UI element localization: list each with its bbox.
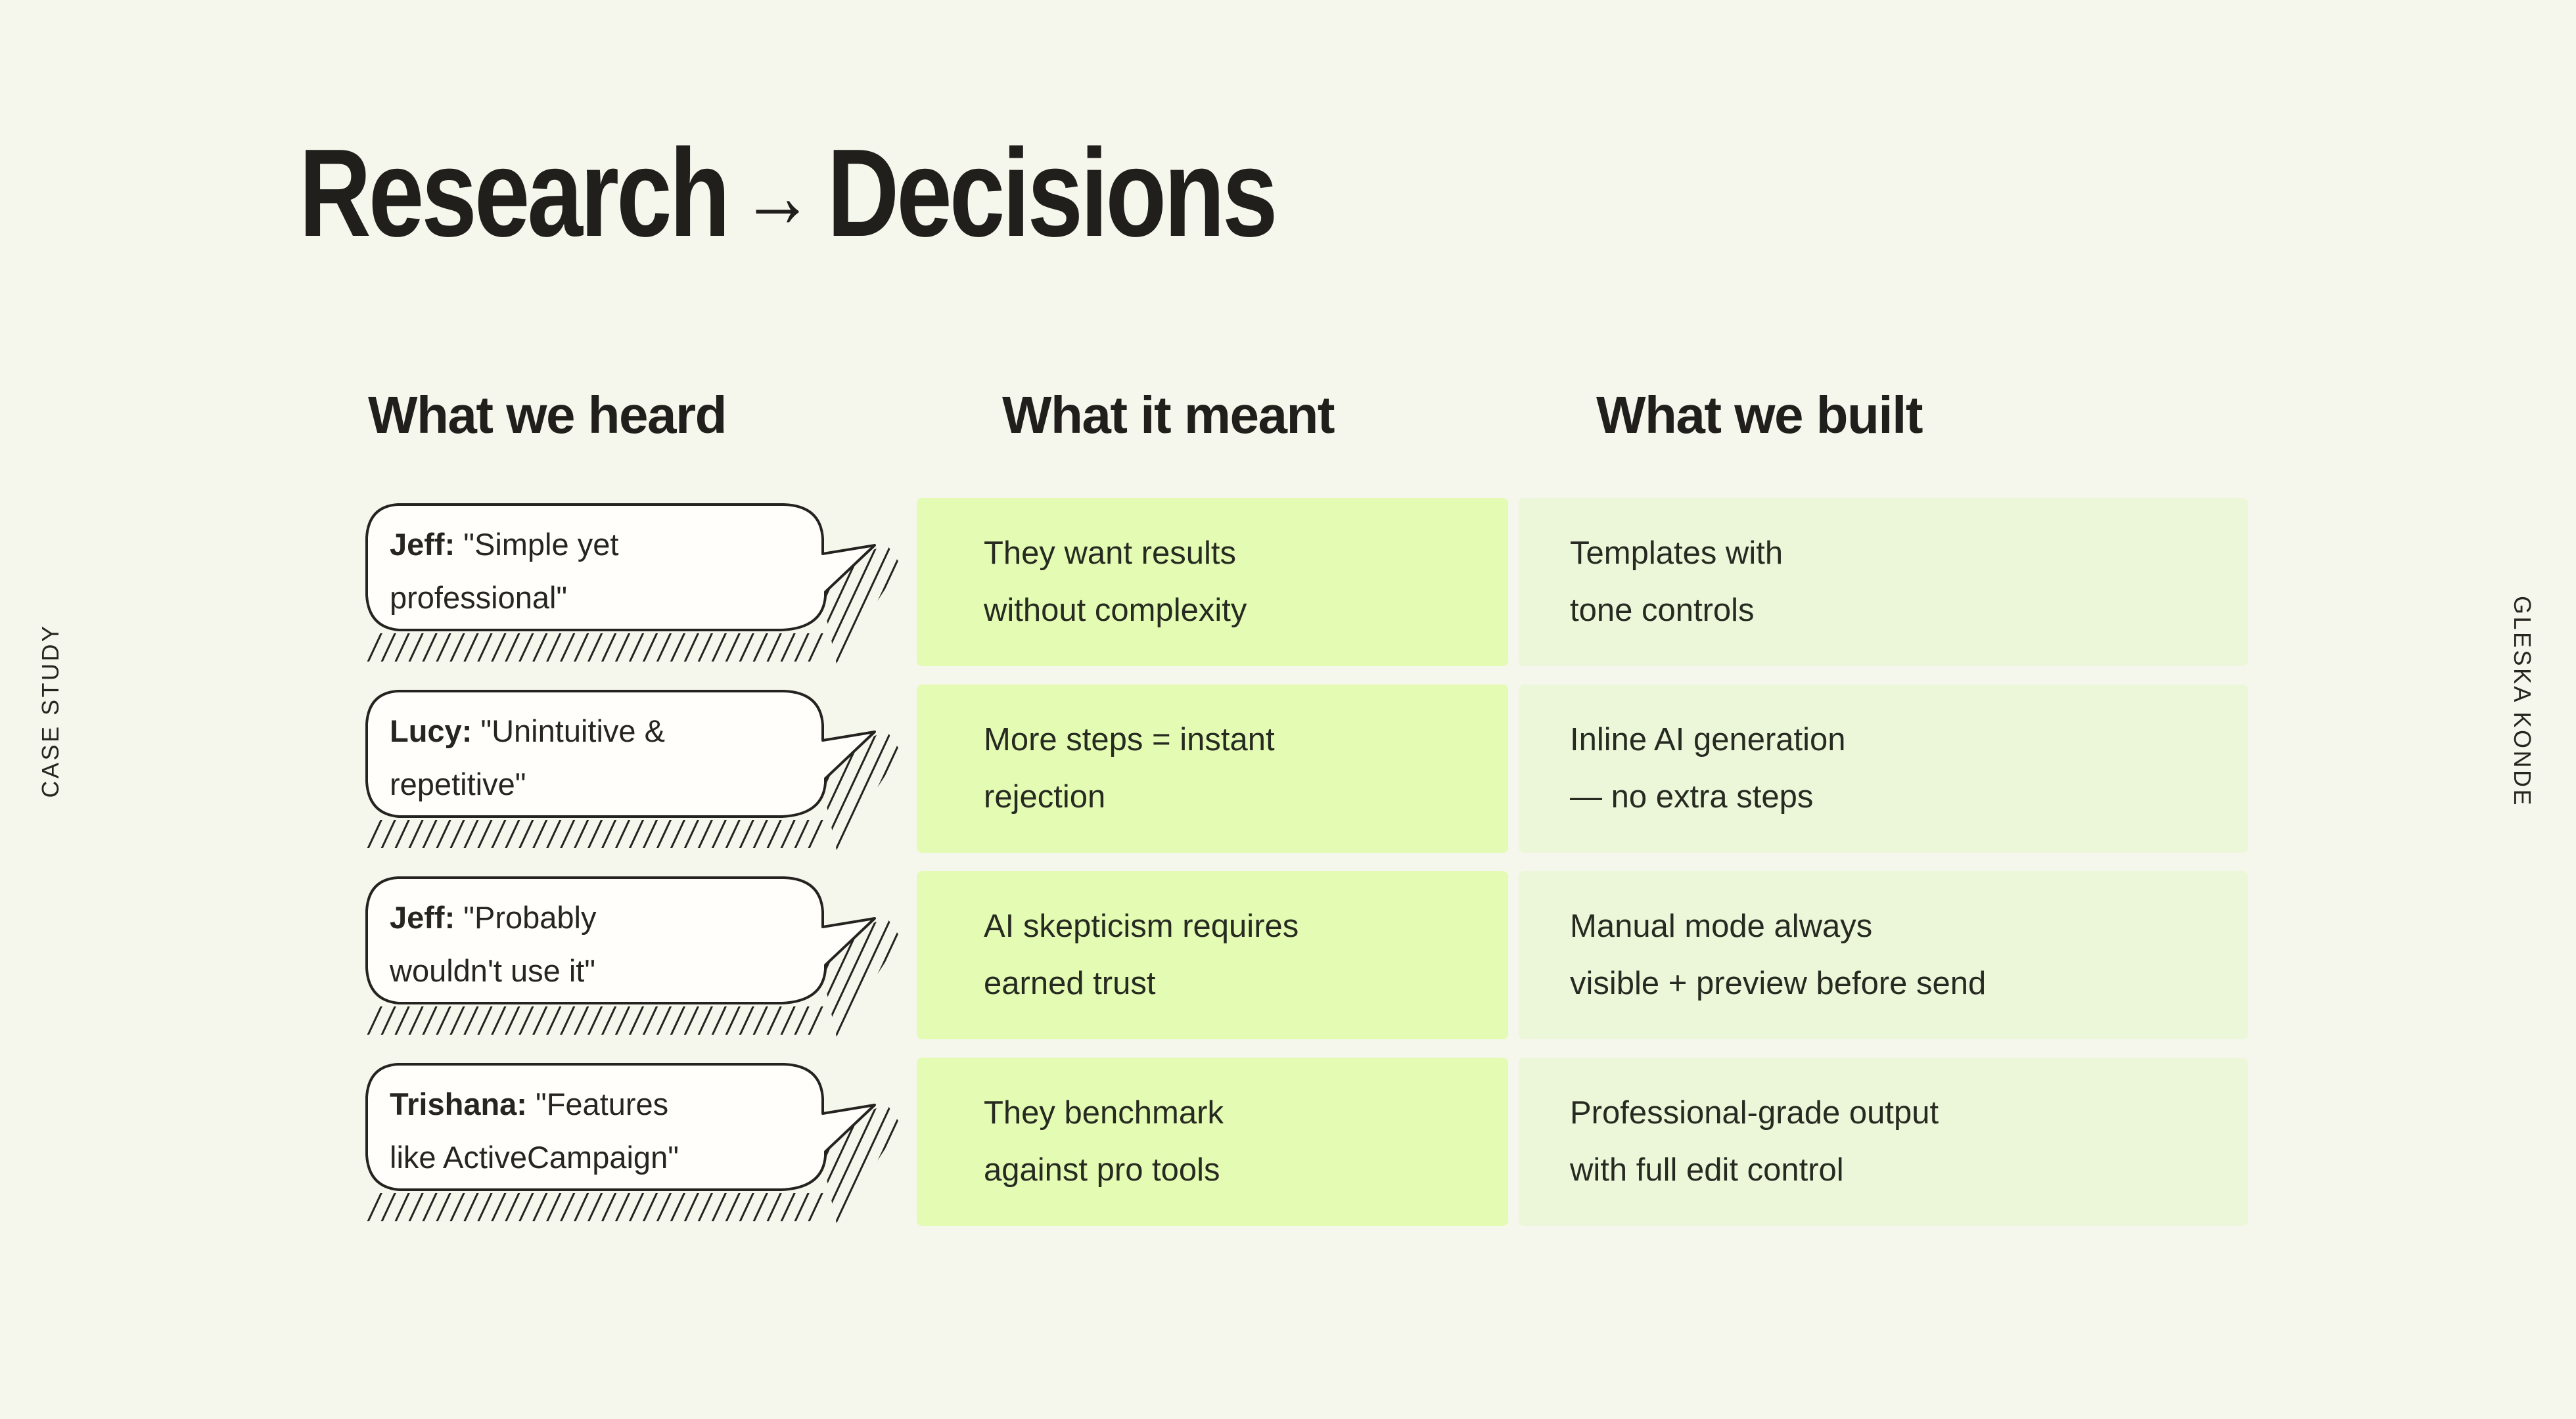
page-title: Research→Decisions (299, 127, 2576, 259)
meant-box-1: They want results without complexity (917, 497, 1508, 666)
quote-text: Lucy: "Unintuitive & repetitive" (390, 704, 800, 812)
meant-box-2: More steps = instant rejection (917, 684, 1508, 853)
research-decisions-table: What we heard What it meant What we buil… (358, 385, 2576, 1226)
side-label-author: GLESKA KONDE (2509, 595, 2536, 808)
column-header-heard: What we heard (368, 385, 727, 444)
arrow-right-icon: → (741, 145, 814, 246)
title-decisions: Decisions (827, 124, 1277, 263)
side-label-case-study: CASE STUDY (37, 623, 64, 798)
speaker-quote: "Probably wouldn't use it" (390, 899, 597, 989)
speaker-quote: "Features like ActiveCampaign" (390, 1086, 679, 1175)
quote-text: Jeff: "Simple yet professional" (390, 518, 800, 625)
slide-content: Research→Decisions What we heard What it… (299, 127, 2576, 1226)
quote-bubble-lucy: Lucy: "Unintuitive & repetitive" (358, 685, 906, 853)
built-box-4: Professional-grade output with full edit… (1519, 1057, 2248, 1226)
quote-text: Jeff: "Probably wouldn't use it" (390, 891, 800, 999)
column-header-meant: What it meant (1002, 385, 1335, 444)
column-header-built: What we built (1596, 385, 1923, 444)
speaker-name: Jeff: (390, 899, 455, 935)
meant-box-4: They benchmark against pro tools (917, 1057, 1508, 1226)
quote-bubble-jeff-1: Jeff: "Simple yet professional" (358, 498, 906, 666)
speaker-quote: "Simple yet professional" (390, 526, 619, 616)
speaker-quote: "Unintuitive & repetitive" (390, 713, 665, 802)
meant-box-3: AI skepticism requires earned trust (917, 870, 1508, 1039)
built-box-3: Manual mode always visible + preview bef… (1519, 870, 2248, 1039)
quote-bubble-trishana: Trishana: "Features like ActiveCampaign" (358, 1058, 906, 1226)
quote-bubble-jeff-2: Jeff: "Probably wouldn't use it" (358, 871, 906, 1039)
built-box-1: Templates with tone controls (1519, 497, 2248, 666)
quote-text: Trishana: "Features like ActiveCampaign" (390, 1077, 800, 1185)
speaker-name: Jeff: (390, 526, 455, 562)
speaker-name: Trishana: (390, 1086, 527, 1121)
title-research: Research (299, 124, 730, 263)
built-box-2: Inline AI generation — no extra steps (1519, 684, 2248, 853)
speaker-name: Lucy: (390, 713, 472, 748)
